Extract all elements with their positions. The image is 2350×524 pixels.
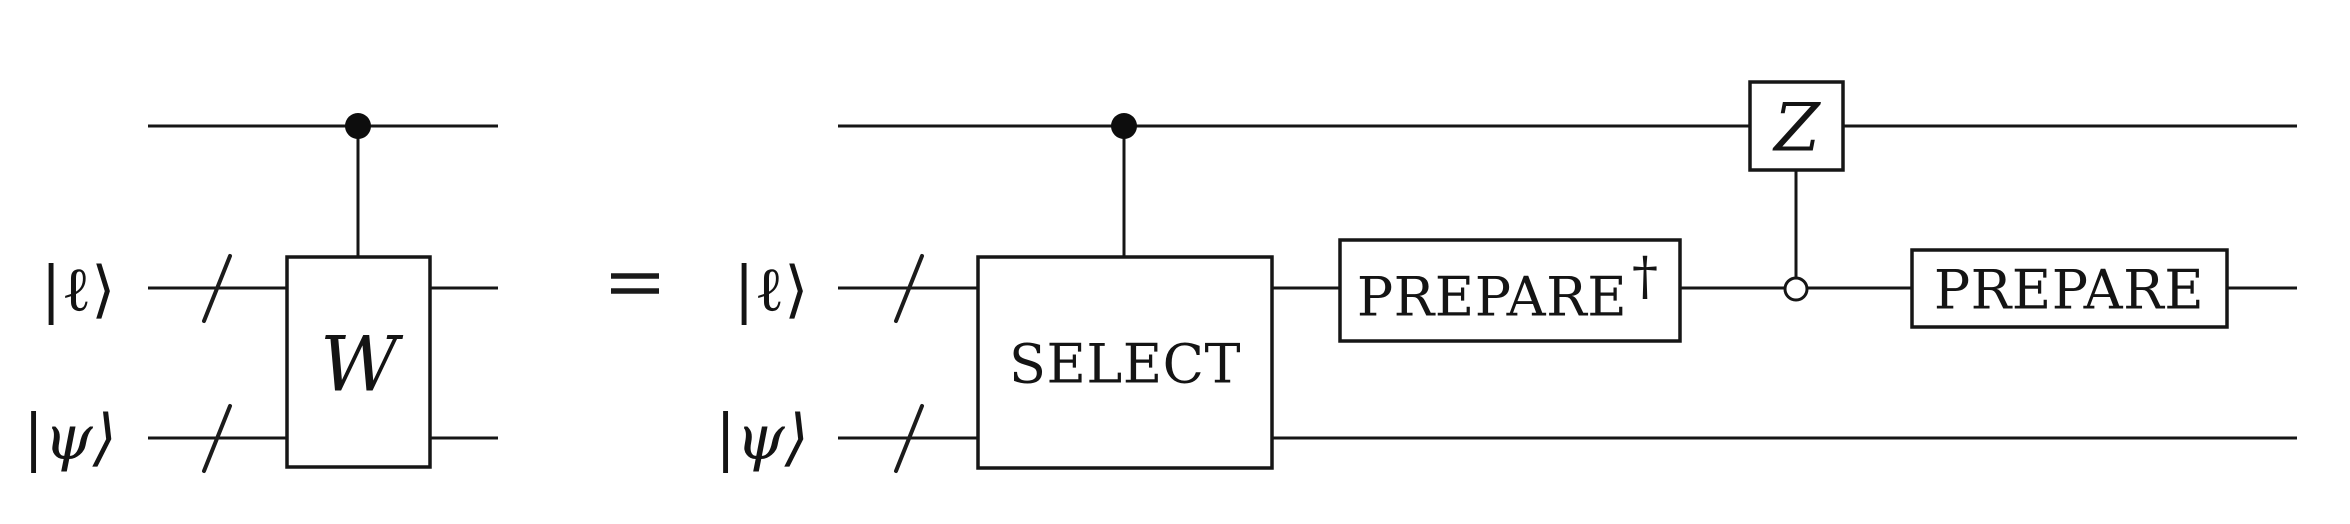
w-gate-label: W [320, 320, 404, 409]
select-gate-label: SELECT [1009, 333, 1241, 396]
right-ell-wire-label: |ℓ⟩ [734, 253, 809, 326]
z-gate-label: Z [1772, 90, 1821, 167]
right-ell-bundle-slash-icon [894, 254, 924, 323]
prepare-gate-box [1910, 248, 2229, 329]
prepare-dagger-gate-label: PREPARE [1357, 266, 1627, 329]
open-control-dot-icon [1783, 276, 1809, 302]
right-psi-wire-label: |ψ⟩ [715, 401, 809, 474]
left-circuit: |ℓ⟩ |ψ⟩ W [23, 113, 498, 474]
left-psi-bundle-slash-icon [202, 404, 232, 473]
left-ell-bundle-slash-icon [202, 254, 232, 323]
left-filled-control-dot-icon [345, 113, 371, 139]
right-psi-bundle-slash-icon [894, 404, 924, 473]
z-gate-box [1748, 80, 1845, 172]
w-gate-box [285, 255, 432, 469]
equals-sign [611, 273, 659, 294]
left-psi-wire-label: |ψ⟩ [23, 401, 117, 474]
left-ell-wire-label: |ℓ⟩ [41, 253, 116, 326]
right-circuit: |ℓ⟩ |ψ⟩ SELECT PREPARE † Z [715, 80, 2297, 474]
prepare-dagger-gate-box [1338, 238, 1682, 343]
right-filled-control-dot-icon [1111, 113, 1137, 139]
select-gate-box [976, 255, 1274, 470]
dagger-superscript: † [1632, 247, 1658, 307]
prepare-gate-label: PREPARE [1934, 259, 2204, 322]
